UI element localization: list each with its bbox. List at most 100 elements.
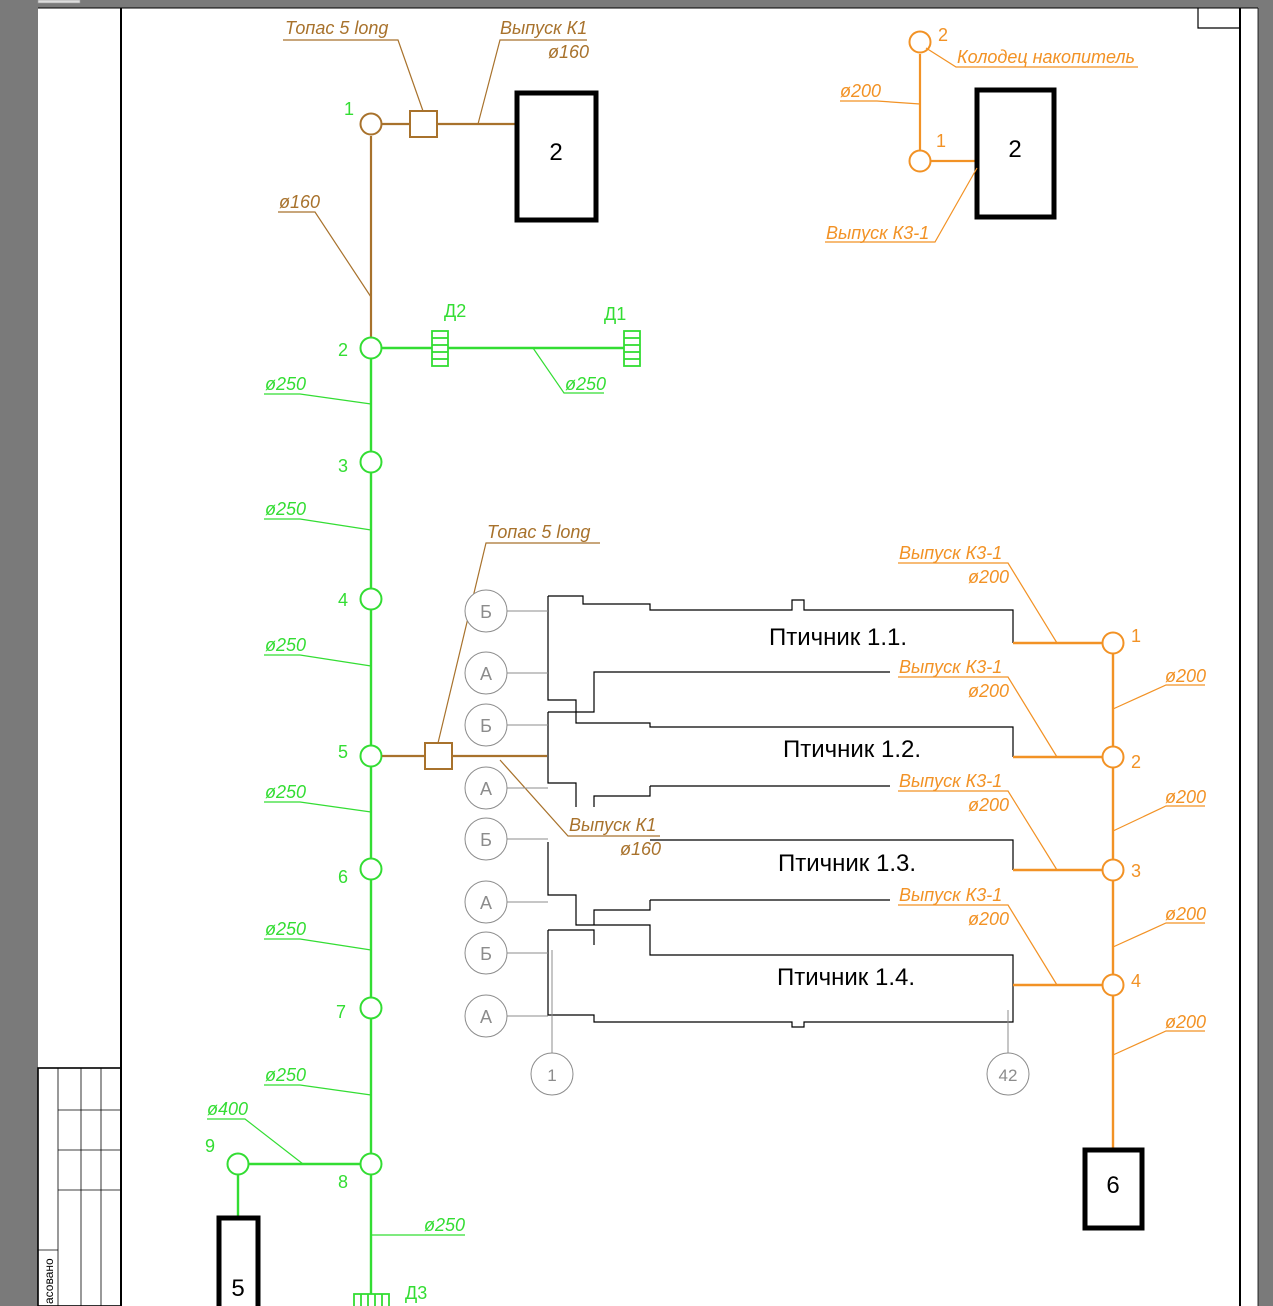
drain-d1 xyxy=(623,330,641,367)
axis-row-5: Б xyxy=(480,830,492,850)
house-2-name: Птичник 1.2. xyxy=(783,736,921,763)
house-4-diameter: ø200 xyxy=(968,909,1009,929)
house-1-diameter: ø200 xyxy=(968,567,1009,587)
branch-9-diameter: ø400 xyxy=(207,1099,248,1119)
outlet-node-1 xyxy=(1101,631,1125,655)
bottom-diameter: ø250 xyxy=(424,1215,465,1235)
segment-diameter-1: ø250 xyxy=(265,374,306,394)
right-diameter-2: ø200 xyxy=(1165,787,1206,807)
building-5-label: 5 xyxy=(231,1275,244,1302)
node-8-label: 8 xyxy=(338,1172,348,1192)
house-1-outlet: Выпуск К3-1 xyxy=(899,543,1002,563)
node-7-label: 7 xyxy=(336,1002,346,1022)
green-main-line: 2 3 4 5 6 7 8 9 Д2 Д1 Д3 ø250 ø250 ø250 … xyxy=(205,301,641,1306)
building-2-right xyxy=(974,87,1057,220)
outlet-node-3 xyxy=(1101,858,1125,882)
poultry-houses xyxy=(547,595,1014,1028)
drain-d3 xyxy=(353,1293,390,1306)
orange-right-line: 1 2 3 4 Выпуск К3-1 ø200 Выпуск К3-1 ø20… xyxy=(898,543,1206,1231)
node-9-label: 9 xyxy=(205,1136,215,1156)
node-5-label: 5 xyxy=(338,742,348,762)
segment-diameter-2: ø250 xyxy=(265,499,306,519)
node-4-label: 4 xyxy=(338,590,348,610)
axis-row-6: А xyxy=(480,893,492,913)
right-diameter-3: ø200 xyxy=(1165,904,1206,924)
stamp-text: асовано xyxy=(42,1258,56,1304)
drain-d1-label: Д1 xyxy=(604,304,626,324)
outlet-k1-diameter-top: ø160 xyxy=(548,42,589,62)
right-diameter-1: ø200 xyxy=(1165,666,1206,686)
house-2-outlet: Выпуск К3-1 xyxy=(899,657,1002,677)
riser-diameter: ø160 xyxy=(279,192,320,212)
axis-row-1: Б xyxy=(480,602,492,622)
building-6 xyxy=(1082,1147,1145,1231)
manhole-node-9 xyxy=(226,1152,250,1176)
well-outlet-label: Выпуск К3-1 xyxy=(826,223,929,243)
manhole-node-1 xyxy=(359,112,383,136)
outlet-node-2-label: 2 xyxy=(1131,752,1141,772)
outlet-k1-label-middle: Выпуск К1 xyxy=(569,815,656,835)
building-2-left-label: 2 xyxy=(549,139,562,166)
node-2-label: 2 xyxy=(338,340,348,360)
axis-col-end: 42 xyxy=(999,1066,1018,1085)
well-node-1-label: 1 xyxy=(936,131,946,151)
house-3-outlet: Выпуск К3-1 xyxy=(899,771,1002,791)
building-5 xyxy=(216,1215,261,1306)
manhole-node-4 xyxy=(359,587,383,611)
top-left-group: 2 1 Топас 5 long Выпуск К1 ø160 ø160 xyxy=(278,18,599,348)
drain-d2 xyxy=(431,330,449,367)
house-1-name: Птичник 1.1. xyxy=(769,624,907,651)
outlet-k1-label-top: Выпуск К1 xyxy=(500,18,587,38)
manhole-node-2 xyxy=(359,336,383,360)
building-6-label: 6 xyxy=(1106,1172,1119,1199)
well-node-2 xyxy=(908,30,932,54)
axis-row-3: Б xyxy=(480,716,492,736)
axis-row-7: Б xyxy=(480,944,492,964)
septic-label-top: Топас 5 long xyxy=(285,18,388,38)
corner-stamp xyxy=(1197,8,1240,29)
right-diameter-4: ø200 xyxy=(1165,1012,1206,1032)
node-1-label: 1 xyxy=(344,99,354,119)
septic-label-middle: Топас 5 long xyxy=(487,522,590,542)
manhole-node-8 xyxy=(359,1152,383,1176)
house-4-outlet: Выпуск К3-1 xyxy=(899,885,1002,905)
manhole-node-3 xyxy=(359,450,383,474)
node-6-label: 6 xyxy=(338,867,348,887)
house-2-diameter: ø200 xyxy=(968,681,1009,701)
title-block xyxy=(37,1067,122,1306)
outlet-node-1-label: 1 xyxy=(1131,626,1141,646)
axis-grid xyxy=(464,589,1030,1096)
outlet-k1-diameter-middle: ø160 xyxy=(620,839,661,859)
top-right-group: 2 2 1 Колодец накопитель ø200 Выпуск К3-… xyxy=(825,25,1138,243)
manhole-node-7 xyxy=(359,996,383,1020)
axis-col-start: 1 xyxy=(547,1066,556,1085)
outlet-node-3-label: 3 xyxy=(1131,861,1141,881)
segment-diameter-4: ø250 xyxy=(265,782,306,802)
axis-row-8: А xyxy=(480,1007,492,1027)
well-pipe-diameter: ø200 xyxy=(840,81,881,101)
septic-tank-top xyxy=(409,110,438,138)
segment-diameter-6: ø250 xyxy=(265,1065,306,1085)
paper xyxy=(38,8,1258,1306)
building-2-right-label: 2 xyxy=(1008,136,1021,163)
branch-diameter: ø250 xyxy=(565,374,606,394)
drain-d2-label: Д2 xyxy=(444,301,466,321)
septic-tank-middle xyxy=(424,742,453,770)
middle-septic-group: Топас 5 long Выпуск К1 ø160 xyxy=(382,522,661,859)
well-node-1 xyxy=(908,149,932,173)
house-3-diameter: ø200 xyxy=(968,795,1009,815)
well-label: Колодец накопитель xyxy=(957,47,1135,67)
outlet-node-2 xyxy=(1101,745,1125,769)
axis-row-4: А xyxy=(480,779,492,799)
house-3-name: Птичник 1.3. xyxy=(778,850,916,877)
drain-d3-label: Д3 xyxy=(405,1283,427,1303)
axis-row-2: А xyxy=(480,664,492,684)
building-2-left xyxy=(514,90,599,223)
manhole-node-5 xyxy=(359,744,383,768)
segment-diameter-5: ø250 xyxy=(265,919,306,939)
node-3-label: 3 xyxy=(338,456,348,476)
outlet-node-4 xyxy=(1101,973,1125,997)
manhole-node-6 xyxy=(359,857,383,881)
sheet-tab xyxy=(37,0,81,4)
